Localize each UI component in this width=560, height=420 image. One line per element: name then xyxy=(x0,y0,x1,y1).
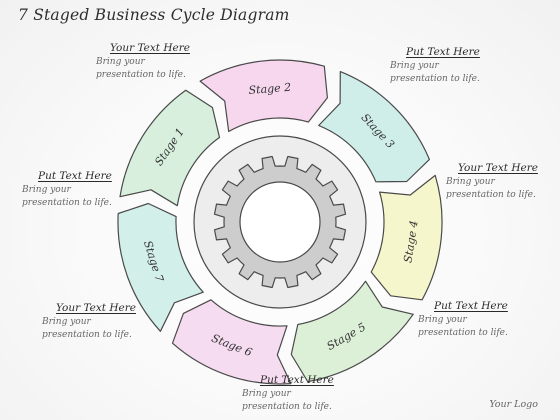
callout-bottom: Put Text Here Bring your presentation to… xyxy=(242,374,392,414)
callout-left-lower: Your Text Here Bring your presentation t… xyxy=(42,302,192,342)
callout-body: Bring your presentation to life. xyxy=(446,176,560,202)
stage-label-2: Stage 2 xyxy=(248,81,291,97)
callout-heading: Put Text Here xyxy=(434,300,508,312)
callout-body-line: Bring your xyxy=(42,317,91,327)
stage-arrow-7 xyxy=(117,202,204,332)
callout-body-line: Bring your xyxy=(390,61,439,71)
callout-body-line: Bring your xyxy=(22,185,71,195)
callout-heading: Your Text Here xyxy=(56,302,136,314)
logo-text: Your Logo xyxy=(489,399,538,410)
callout-body-line: presentation to life. xyxy=(42,330,132,340)
callout-body-line: presentation to life. xyxy=(390,74,480,84)
callout-heading: Put Text Here xyxy=(38,170,112,182)
callout-body-line: Bring your xyxy=(96,57,145,67)
callout-heading: Your Text Here xyxy=(458,162,538,174)
stage-arrow-4 xyxy=(370,174,443,301)
callout-heading: Put Text Here xyxy=(406,46,480,58)
callout-top-right: Put Text Here Bring your presentation to… xyxy=(390,46,540,86)
callout-body-line: presentation to life. xyxy=(22,198,112,208)
callout-body-line: Bring your xyxy=(446,177,495,187)
callout-body-line: presentation to life. xyxy=(96,70,186,80)
callout-body: Bring your presentation to life. xyxy=(42,316,192,342)
callout-body: Bring your presentation to life. xyxy=(418,314,560,340)
stage-arrow-6 xyxy=(171,299,292,385)
stage-arrow-5 xyxy=(290,280,414,383)
callout-body-line: presentation to life. xyxy=(418,328,508,338)
diagram-title: 7 Staged Business Cycle Diagram xyxy=(18,6,290,24)
stage-arrow-3 xyxy=(318,71,430,183)
callout-body-line: presentation to life. xyxy=(242,402,332,412)
callout-body-line: Bring your xyxy=(418,315,467,325)
gear-hub xyxy=(239,181,321,263)
callout-right-lower: Put Text Here Bring your presentation to… xyxy=(418,300,560,340)
callout-left-upper: Put Text Here Bring your presentation to… xyxy=(22,170,172,210)
callout-right-upper: Your Text Here Bring your presentation t… xyxy=(446,162,560,202)
stage-label-4: Stage 4 xyxy=(401,220,420,264)
callout-body-line: presentation to life. xyxy=(446,190,536,200)
stage-arrow-2 xyxy=(199,59,328,133)
callout-body: Bring your presentation to life. xyxy=(96,56,246,82)
callout-body: Bring your presentation to life. xyxy=(22,184,172,210)
callout-top-left: Your Text Here Bring your presentation t… xyxy=(96,42,246,82)
callout-heading: Put Text Here xyxy=(260,374,334,386)
callout-body: Bring your presentation to life. xyxy=(242,388,392,414)
callout-heading: Your Text Here xyxy=(110,42,190,54)
callout-body-line: Bring your xyxy=(242,389,291,399)
callout-body: Bring your presentation to life. xyxy=(390,60,540,86)
stage-arrow-1 xyxy=(119,89,221,207)
